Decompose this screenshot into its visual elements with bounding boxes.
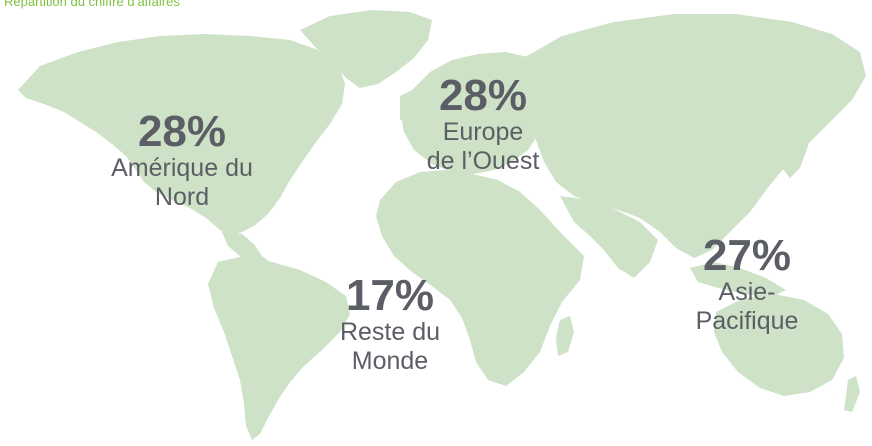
landmass-south-america: [208, 256, 350, 440]
landmass-indonesia: [690, 262, 786, 298]
region-western-europe: 28% Europe de l’Ouest: [393, 74, 573, 176]
landmass-british-isles: [400, 90, 416, 122]
landmass-africa: [376, 170, 584, 386]
region-asia-pacific: 27% Asie- Pacifique: [662, 234, 832, 336]
landmass-asia: [520, 14, 866, 258]
region-percent: 17%: [345, 271, 435, 320]
region-rest-of-world: 17% Reste du Monde: [300, 274, 480, 376]
region-label-line: Asie-: [718, 278, 776, 306]
region-percent: 27%: [702, 231, 792, 280]
region-percent: 28%: [438, 71, 528, 120]
landmass-north-america: [18, 34, 345, 236]
region-north-america: 28% Amérique du Nord: [92, 110, 272, 212]
landmass-japan: [782, 112, 808, 178]
chart-caption: Répartition du chiffre d’affaires: [4, 0, 180, 9]
region-label-line: Amérique du: [111, 154, 253, 182]
region-label-line: de l’Ouest: [426, 147, 540, 175]
landmass-madagascar: [556, 316, 574, 356]
region-label-line: Monde: [351, 347, 429, 375]
region-label-line: Pacifique: [695, 307, 799, 335]
landmass-greenland: [300, 10, 432, 88]
landmass-new-zealand: [844, 376, 860, 412]
region-label-line: Reste du: [339, 318, 441, 346]
region-percent: 28%: [137, 107, 227, 156]
landmass-south-asia: [560, 196, 658, 278]
landmass-australia: [714, 294, 844, 396]
landmass-europe: [400, 52, 554, 174]
region-label-line: Nord: [154, 183, 210, 211]
region-label-line: Europe: [442, 118, 524, 146]
